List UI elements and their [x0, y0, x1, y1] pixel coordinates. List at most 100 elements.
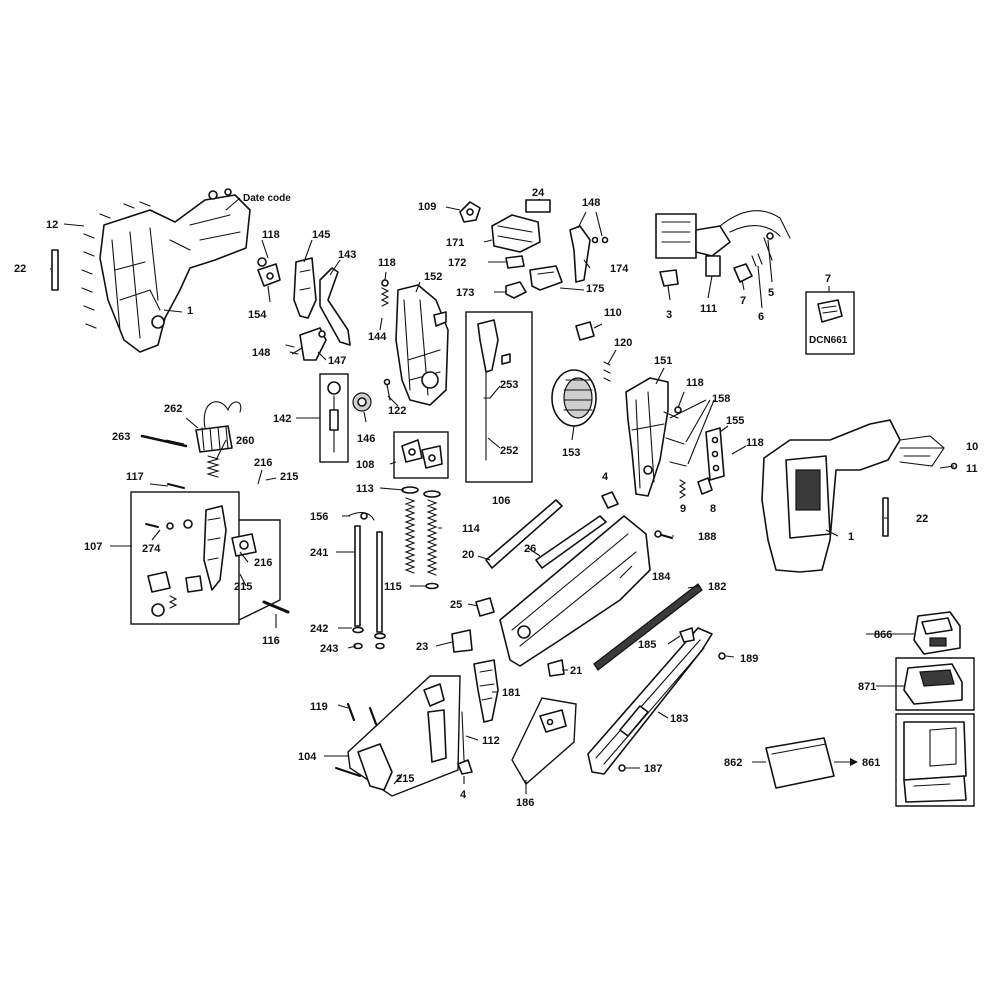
- callout: 171: [446, 237, 464, 249]
- callout: 4: [602, 471, 609, 483]
- rod-22-right: [882, 497, 889, 537]
- callout: 107: [84, 541, 102, 553]
- control-board-111[interactable]: [655, 210, 791, 277]
- callout: 154: [248, 309, 267, 321]
- washer-115[interactable]: [425, 582, 439, 590]
- washers-113[interactable]: [401, 486, 441, 498]
- assembled-tool-part[interactable]: [761, 419, 958, 573]
- washers-242[interactable]: [352, 626, 386, 640]
- callout: 113: [356, 483, 374, 495]
- button-7[interactable]: [733, 263, 753, 283]
- washer-154[interactable]: [257, 257, 281, 287]
- callout-labels: 12 22 1 118 145 143 154 148 147 118 152 …: [14, 187, 978, 809]
- contacts-6-5[interactable]: [751, 232, 774, 267]
- callout: 109: [418, 201, 436, 213]
- callout: 185: [638, 639, 656, 651]
- bearing-146[interactable]: [352, 392, 372, 412]
- callout: 151: [654, 355, 672, 367]
- callout: 175: [586, 283, 604, 295]
- cover-171[interactable]: [491, 214, 541, 253]
- frame-151[interactable]: [625, 377, 669, 497]
- pad-25: [475, 597, 495, 617]
- callout: 215: [280, 471, 298, 483]
- charger-871[interactable]: [895, 657, 975, 711]
- nose-frame-184[interactable]: [499, 515, 651, 667]
- washers-243[interactable]: [353, 642, 385, 650]
- callout: 147: [328, 355, 346, 367]
- callout: 262: [164, 403, 182, 415]
- callout: 9: [680, 503, 686, 515]
- clip-109[interactable]: [459, 201, 481, 223]
- callout: 260: [236, 435, 254, 447]
- callout: 115: [384, 581, 402, 593]
- callout: 118: [746, 437, 764, 449]
- callout: 5: [768, 287, 774, 299]
- callout: 112: [482, 735, 500, 747]
- group-106-box: [465, 311, 533, 483]
- spring-9[interactable]: [678, 479, 687, 499]
- callout: 173: [456, 287, 474, 299]
- pin-116: [262, 600, 290, 614]
- rod-22-left: [51, 249, 59, 291]
- plate-155[interactable]: [705, 427, 725, 481]
- callout: 106: [492, 495, 510, 507]
- button-4-top[interactable]: [601, 491, 619, 509]
- pad-21: [547, 659, 565, 677]
- rod-182[interactable]: [593, 583, 703, 671]
- callout: 187: [644, 763, 662, 775]
- callout: 216: [254, 457, 272, 469]
- strip-26: [535, 515, 607, 569]
- bracket-174[interactable]: [569, 225, 609, 283]
- clip-156[interactable]: [347, 511, 375, 521]
- solenoid-262[interactable]: [195, 401, 242, 453]
- trigger-assembly-147[interactable]: [285, 327, 327, 361]
- callout: 3: [666, 309, 672, 321]
- case-861[interactable]: [895, 713, 975, 807]
- clip-185[interactable]: [679, 627, 695, 643]
- motor-housing-152[interactable]: [395, 284, 449, 406]
- magazine-183[interactable]: [587, 627, 713, 775]
- callout: 145: [312, 229, 330, 241]
- callout: 182: [708, 581, 726, 593]
- trigger-bracket-145[interactable]: [293, 257, 317, 319]
- pin-263: [140, 434, 188, 448]
- button-4-bottom[interactable]: [457, 759, 473, 775]
- callout: 10: [966, 441, 978, 453]
- callout: 24: [532, 187, 545, 199]
- spring-144[interactable]: [380, 279, 390, 307]
- connector-110[interactable]: [575, 321, 595, 341]
- battery-866[interactable]: [913, 611, 961, 655]
- housing-screws-left: [81, 201, 151, 329]
- rods-241[interactable]: [354, 525, 383, 633]
- left-housing-part[interactable]: [99, 188, 251, 353]
- group-104-box: [335, 675, 461, 797]
- screw-119: [346, 702, 378, 726]
- screw-188: [654, 530, 673, 539]
- screw-187: [618, 764, 626, 772]
- switch-173[interactable]: [505, 281, 527, 299]
- group-107-box: [130, 491, 281, 625]
- callout: 871: [858, 681, 876, 693]
- callout: 12: [46, 219, 58, 231]
- screws-120: [603, 361, 611, 382]
- group-186-box: [511, 697, 577, 786]
- bracket-8[interactable]: [697, 477, 713, 495]
- flywheel-153[interactable]: [551, 369, 597, 427]
- connector-3[interactable]: [659, 269, 679, 287]
- plate-175[interactable]: [529, 265, 563, 291]
- switch-172[interactable]: [505, 255, 525, 269]
- callout: 862: [724, 757, 742, 769]
- callout: 158: [712, 393, 730, 405]
- callout: 21: [570, 665, 582, 677]
- callout: 216: [254, 557, 272, 569]
- springs-114[interactable]: [404, 497, 438, 576]
- nose-181[interactable]: [473, 659, 499, 723]
- screw-189: [718, 652, 726, 660]
- callout: 144: [368, 331, 387, 343]
- pouch-862[interactable]: [765, 737, 835, 789]
- callout: 11: [966, 463, 978, 475]
- callout: 152: [424, 271, 442, 283]
- callout: 25: [450, 599, 462, 611]
- callout: 252: [500, 445, 518, 457]
